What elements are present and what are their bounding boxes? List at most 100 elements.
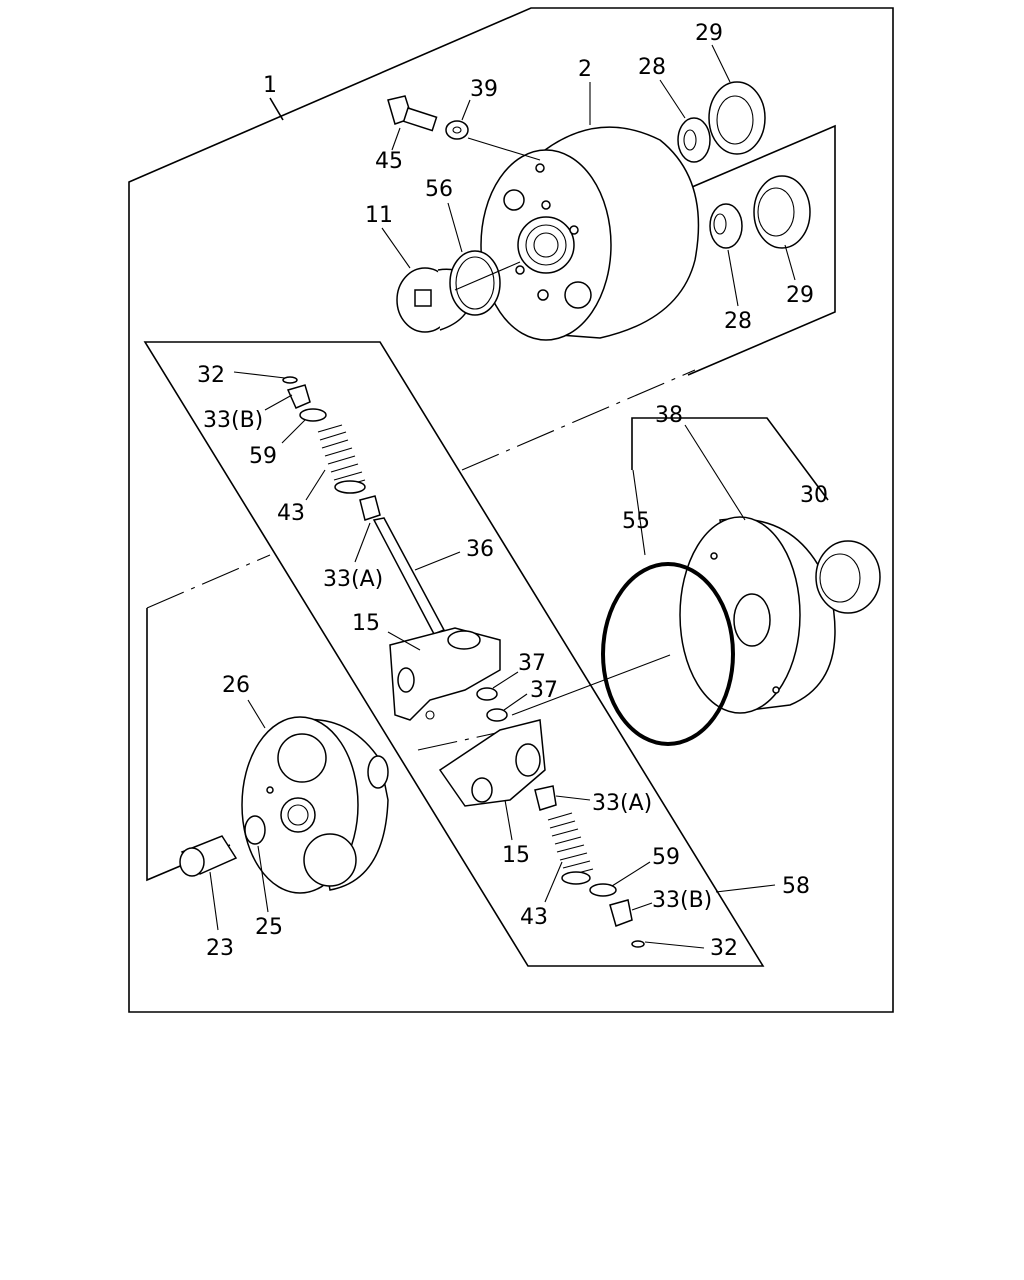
label-59-lower: 59 <box>652 845 680 870</box>
leader-56 <box>447 202 463 253</box>
seal-29-lower <box>753 175 811 249</box>
plug-33B-upper <box>286 384 311 409</box>
clip-32-upper <box>282 376 298 384</box>
label-30: 30 <box>800 483 828 508</box>
label-11: 11 <box>365 203 393 228</box>
leader-37a <box>492 671 519 689</box>
label-25: 25 <box>255 915 283 940</box>
pin-37a <box>476 687 498 701</box>
bolt-45 <box>387 95 438 132</box>
leader-29-lower <box>784 244 796 281</box>
spring-43-lower <box>547 812 594 885</box>
shaft-36 <box>372 517 446 635</box>
seat-33A-lower <box>534 785 557 811</box>
spring-43-upper <box>317 424 366 494</box>
leader-32-lower <box>644 941 705 949</box>
plug-33B-lower <box>609 899 633 927</box>
leader-39 <box>461 99 471 121</box>
label-23: 23 <box>206 936 234 961</box>
seal-30-inner <box>819 553 861 603</box>
leader-23 <box>209 871 219 931</box>
ring-25 <box>244 815 266 845</box>
label-38: 38 <box>655 403 683 428</box>
centerline-left <box>146 554 271 609</box>
leader-59-lower <box>611 861 651 887</box>
bracket-38-30 <box>631 417 829 501</box>
block-15-lower <box>438 719 546 807</box>
label-37a: 37 <box>518 651 546 676</box>
leader-33B-upper <box>264 394 293 411</box>
valve-group-frame <box>143 341 765 967</box>
label-58: 58 <box>782 874 810 899</box>
leader-38 <box>684 424 746 521</box>
label-32-lower: 32 <box>710 936 738 961</box>
seat-33A-upper <box>359 495 381 521</box>
label-33A-upper: 33(A) <box>323 567 383 592</box>
label-29-upper: 29 <box>695 21 723 46</box>
leader-28-lower <box>727 249 739 307</box>
label-55: 55 <box>622 509 650 534</box>
leader-15-upper <box>387 631 421 651</box>
leader-26 <box>247 699 266 729</box>
cover-38 <box>679 516 836 714</box>
fitting-28-upper-ring <box>683 129 697 151</box>
label-33B-lower: 33(B) <box>652 888 712 913</box>
label-56: 56 <box>425 177 453 202</box>
label-26: 26 <box>222 673 250 698</box>
label-15-upper: 15 <box>352 611 380 636</box>
leader-28-upper <box>659 79 686 119</box>
label-32-upper: 32 <box>197 363 225 388</box>
leader-36 <box>414 551 461 571</box>
centerline-main <box>461 369 696 471</box>
assembly-frame <box>128 7 894 1013</box>
leader-33A-lower <box>555 795 591 801</box>
leader-33A-upper <box>354 522 371 563</box>
label-33B-upper: 33(B) <box>203 408 263 433</box>
plate-26 <box>241 716 389 894</box>
leader-43-upper <box>305 469 326 501</box>
washer-39-hole <box>452 126 462 134</box>
label-33A-lower: 33(A) <box>592 791 652 816</box>
oring-56 <box>449 250 501 316</box>
pump-housing <box>480 126 700 341</box>
fitting-28-lower-ring <box>713 213 727 235</box>
washer-59-lower <box>589 883 617 897</box>
pin-37b <box>486 708 508 722</box>
bracket-28-29 <box>684 124 836 376</box>
leader-43-lower <box>544 861 563 903</box>
label-15-lower: 15 <box>502 843 530 868</box>
label-1: 1 <box>263 73 277 98</box>
leader-11 <box>381 227 411 269</box>
centerline-39 <box>467 137 541 161</box>
label-39: 39 <box>470 77 498 102</box>
leader-25 <box>257 845 269 913</box>
oring-55 <box>601 562 735 746</box>
washer-59-upper <box>299 408 327 422</box>
label-29-lower: 29 <box>786 283 814 308</box>
label-43-lower: 43 <box>520 905 548 930</box>
label-37b: 37 <box>530 678 558 703</box>
centerline-11 <box>454 261 521 291</box>
label-36: 36 <box>466 537 494 562</box>
seal-29-upper-inner <box>716 95 754 145</box>
leader-32-upper <box>233 371 286 379</box>
leader-37b <box>503 693 528 711</box>
leader-58 <box>715 884 776 893</box>
label-2: 2 <box>578 57 592 82</box>
label-28-lower: 28 <box>724 309 752 334</box>
leader-33B-lower <box>631 902 653 911</box>
oring-56-inner <box>455 256 495 310</box>
leader-45 <box>391 127 401 151</box>
seal-29-upper <box>708 81 766 155</box>
clip-32-lower <box>631 940 645 948</box>
seal-30 <box>815 540 881 614</box>
label-59-upper: 59 <box>249 444 277 469</box>
centerline-cover <box>511 654 671 716</box>
leader-15-lower <box>504 799 513 841</box>
leader-1 <box>269 97 284 121</box>
leader-29-upper <box>711 44 731 83</box>
label-28-upper: 28 <box>638 55 666 80</box>
fitting-28-upper <box>677 117 711 163</box>
leader-59-upper <box>281 419 306 444</box>
